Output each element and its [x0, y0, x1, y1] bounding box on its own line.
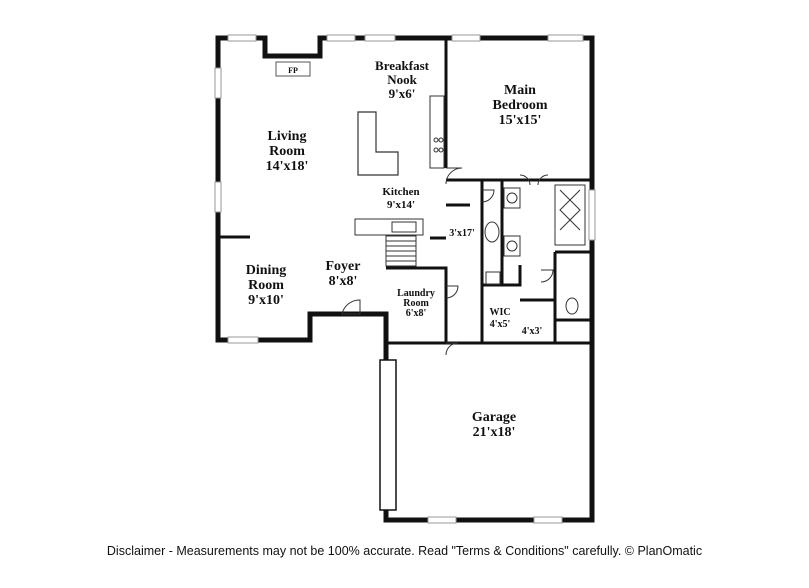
- foyer-size: 8'x8': [329, 274, 358, 289]
- fireplace: [275, 61, 311, 77]
- dining-room-name-1: Dining: [246, 263, 286, 278]
- foyer-name: Foyer: [326, 259, 361, 274]
- dining-room-size: 9'x10': [248, 293, 284, 308]
- living-room-name-1: Living: [268, 129, 307, 144]
- hall-size: 3'x17': [449, 228, 475, 239]
- door-swings: [341, 167, 554, 356]
- laundry-room-name-1: Laundry: [397, 288, 435, 299]
- disclaimer-text: Disclaimer - Measurements may not be 100…: [106, 544, 703, 558]
- main-bedroom-name-1: Main: [504, 83, 536, 98]
- bath-fixtures: [484, 184, 586, 315]
- interior-walls: [218, 38, 592, 345]
- kitchen-island: [357, 111, 399, 176]
- main-bedroom-name-2: Bedroom: [493, 98, 548, 113]
- exterior-walls: [215, 35, 595, 523]
- windows: [214, 34, 596, 524]
- living-room-name-2: Room: [269, 144, 305, 159]
- fireplace-label: FP: [288, 66, 298, 75]
- laundry-room-size: 6'x8': [406, 308, 427, 319]
- dining-room-name-2: Room: [248, 278, 284, 293]
- stairs: [385, 235, 417, 267]
- kitchen-size: 9'x14': [387, 199, 415, 211]
- breakfast-nook-name-1: Breakfast: [375, 58, 430, 73]
- garage-name: Garage: [472, 410, 516, 425]
- kitchen-counter: [354, 95, 445, 236]
- living-room-size: 14'x18': [266, 159, 309, 174]
- garage-size: 21'x18': [473, 425, 516, 440]
- breakfast-nook-name-2: Nook: [387, 72, 417, 87]
- wic-name: WIC: [489, 307, 510, 318]
- laundry-room-name-2: Room: [403, 298, 429, 309]
- kitchen-name: Kitchen: [382, 186, 419, 198]
- garage-door: [379, 359, 397, 511]
- main-bedroom-size: 15'x15': [499, 113, 542, 128]
- wic-size: 4'x5': [490, 319, 511, 330]
- breakfast-nook-size: 9'x6': [389, 86, 416, 101]
- closet-size: 4'x3': [522, 326, 543, 337]
